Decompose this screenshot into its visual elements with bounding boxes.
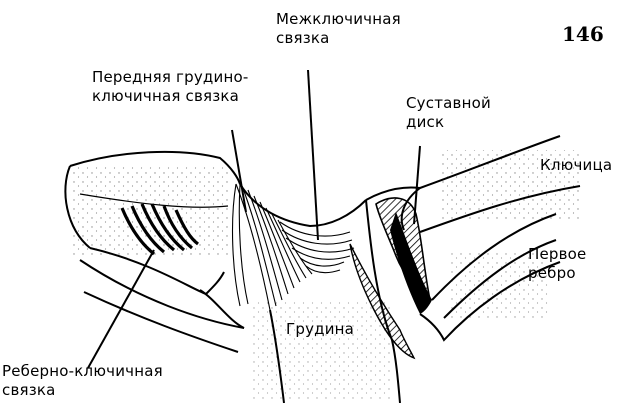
label-rib-line2: ребро xyxy=(528,264,586,283)
label-sternum: Грудина xyxy=(286,320,354,339)
label-disc-line1: Суставной xyxy=(406,94,491,113)
label-disc-line2: диск xyxy=(406,113,491,132)
leader-articular-disc xyxy=(414,146,420,224)
label-anterior-ligament: Передняя грудино- ключичная связка xyxy=(92,68,248,106)
label-first-rib: Первое ребро xyxy=(528,245,586,283)
label-anterior-line2: ключичная связка xyxy=(92,87,248,106)
left-clavicle-texture xyxy=(70,166,230,256)
label-interclavicular-line1: Межключичная xyxy=(276,10,401,29)
leader-interclavicular xyxy=(308,70,318,240)
page-number: 146 xyxy=(562,22,604,46)
label-rib-line1: Первое xyxy=(528,245,586,264)
label-costoclavicular-line2: связка xyxy=(2,381,163,400)
sternum-texture xyxy=(250,300,390,400)
label-interclavicular-line2: связка xyxy=(276,29,401,48)
label-anterior-line1: Передняя грудино- xyxy=(92,68,248,87)
label-interclavicular-ligament: Межключичная связка xyxy=(276,10,401,48)
label-articular-disc: Суставной диск xyxy=(406,94,491,132)
leader-costoclavicular xyxy=(88,250,154,368)
label-clavicle: Ключица xyxy=(540,156,612,175)
label-costoclavicular-line1: Реберно-ключичная xyxy=(2,362,163,381)
label-costoclavicular-ligament: Реберно-ключичная связка xyxy=(2,362,163,400)
